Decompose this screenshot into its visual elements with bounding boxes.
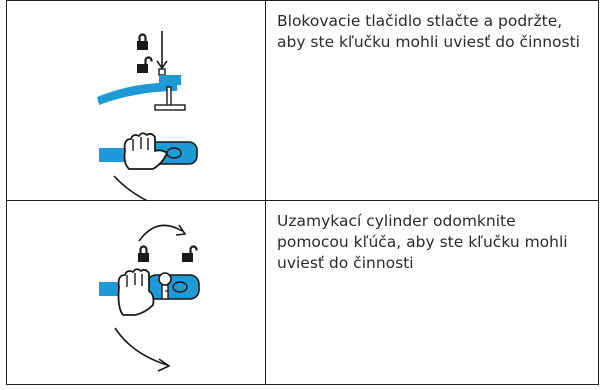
- curved-arrow-icon: [114, 327, 171, 372]
- hand-icon: [117, 268, 155, 316]
- instruction-text-1: Blokovacie tlačidlo stlačte a podržte, a…: [265, 0, 599, 201]
- curved-arrow-icon: [138, 224, 187, 242]
- illustration-cell-1: [6, 0, 266, 201]
- lock-closed-icon: [137, 33, 148, 50]
- instruction-row-1: Blokovacie tlačidlo stlačte a podržte, a…: [6, 0, 599, 201]
- arrow-down-icon: [156, 31, 168, 70]
- curved-arrow-icon: [113, 175, 150, 201]
- window-handle-side: [97, 75, 186, 111]
- lock-button: [158, 68, 166, 76]
- illustration-cell-2: [6, 200, 266, 385]
- instruction-row-2: Uzamykací cylinder odomknite pomocou kľú…: [6, 200, 599, 385]
- key-cylinder-illustration: [99, 224, 200, 372]
- lock-open-icon: [137, 56, 153, 73]
- hand-icon: [123, 132, 168, 170]
- lock-closed-icon: [138, 245, 149, 262]
- lock-open-icon: [182, 245, 198, 262]
- instruction-text-2: Uzamykací cylinder odomknite pomocou kľú…: [265, 200, 599, 385]
- lock-button-illustration: [97, 31, 198, 201]
- instruction-table: Blokovacie tlačidlo stlačte a podržte, a…: [6, 0, 599, 385]
- key-icon: [158, 272, 172, 300]
